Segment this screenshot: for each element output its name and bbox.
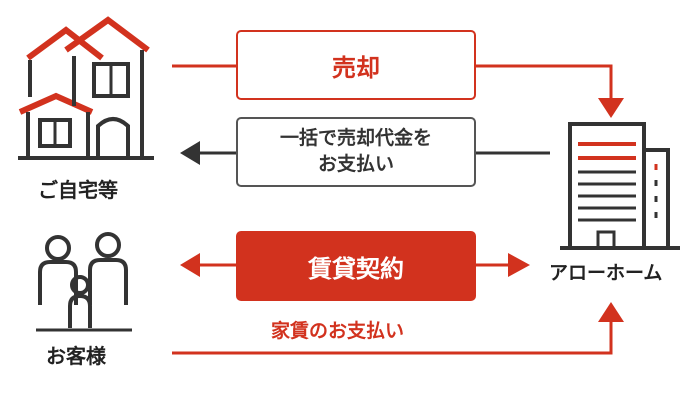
payment-label-line2: お支払い	[317, 153, 394, 175]
rent-arrow	[172, 302, 624, 355]
lease-box: 賃貸契約	[236, 231, 476, 301]
customer-label: お客様	[46, 344, 106, 368]
sell-arrow	[172, 64, 624, 118]
sell-label: 売却	[332, 53, 380, 82]
office-building-icon	[560, 122, 680, 250]
sell-box: 売却	[236, 30, 476, 100]
lease-label: 賃貸契約	[308, 254, 404, 283]
home-label: ご自宅等	[38, 178, 118, 202]
company-label: アローホーム	[549, 262, 663, 284]
payment-label-line1: 一括で売却代金を	[279, 127, 432, 150]
house-icon	[18, 16, 154, 160]
payment-arrow	[180, 141, 550, 165]
family-icon	[36, 232, 132, 332]
payment-box: 一括で売却代金を お支払い	[236, 117, 476, 187]
rent-label: 家賃のお支払い	[271, 320, 405, 342]
lease-arrow	[180, 253, 530, 277]
